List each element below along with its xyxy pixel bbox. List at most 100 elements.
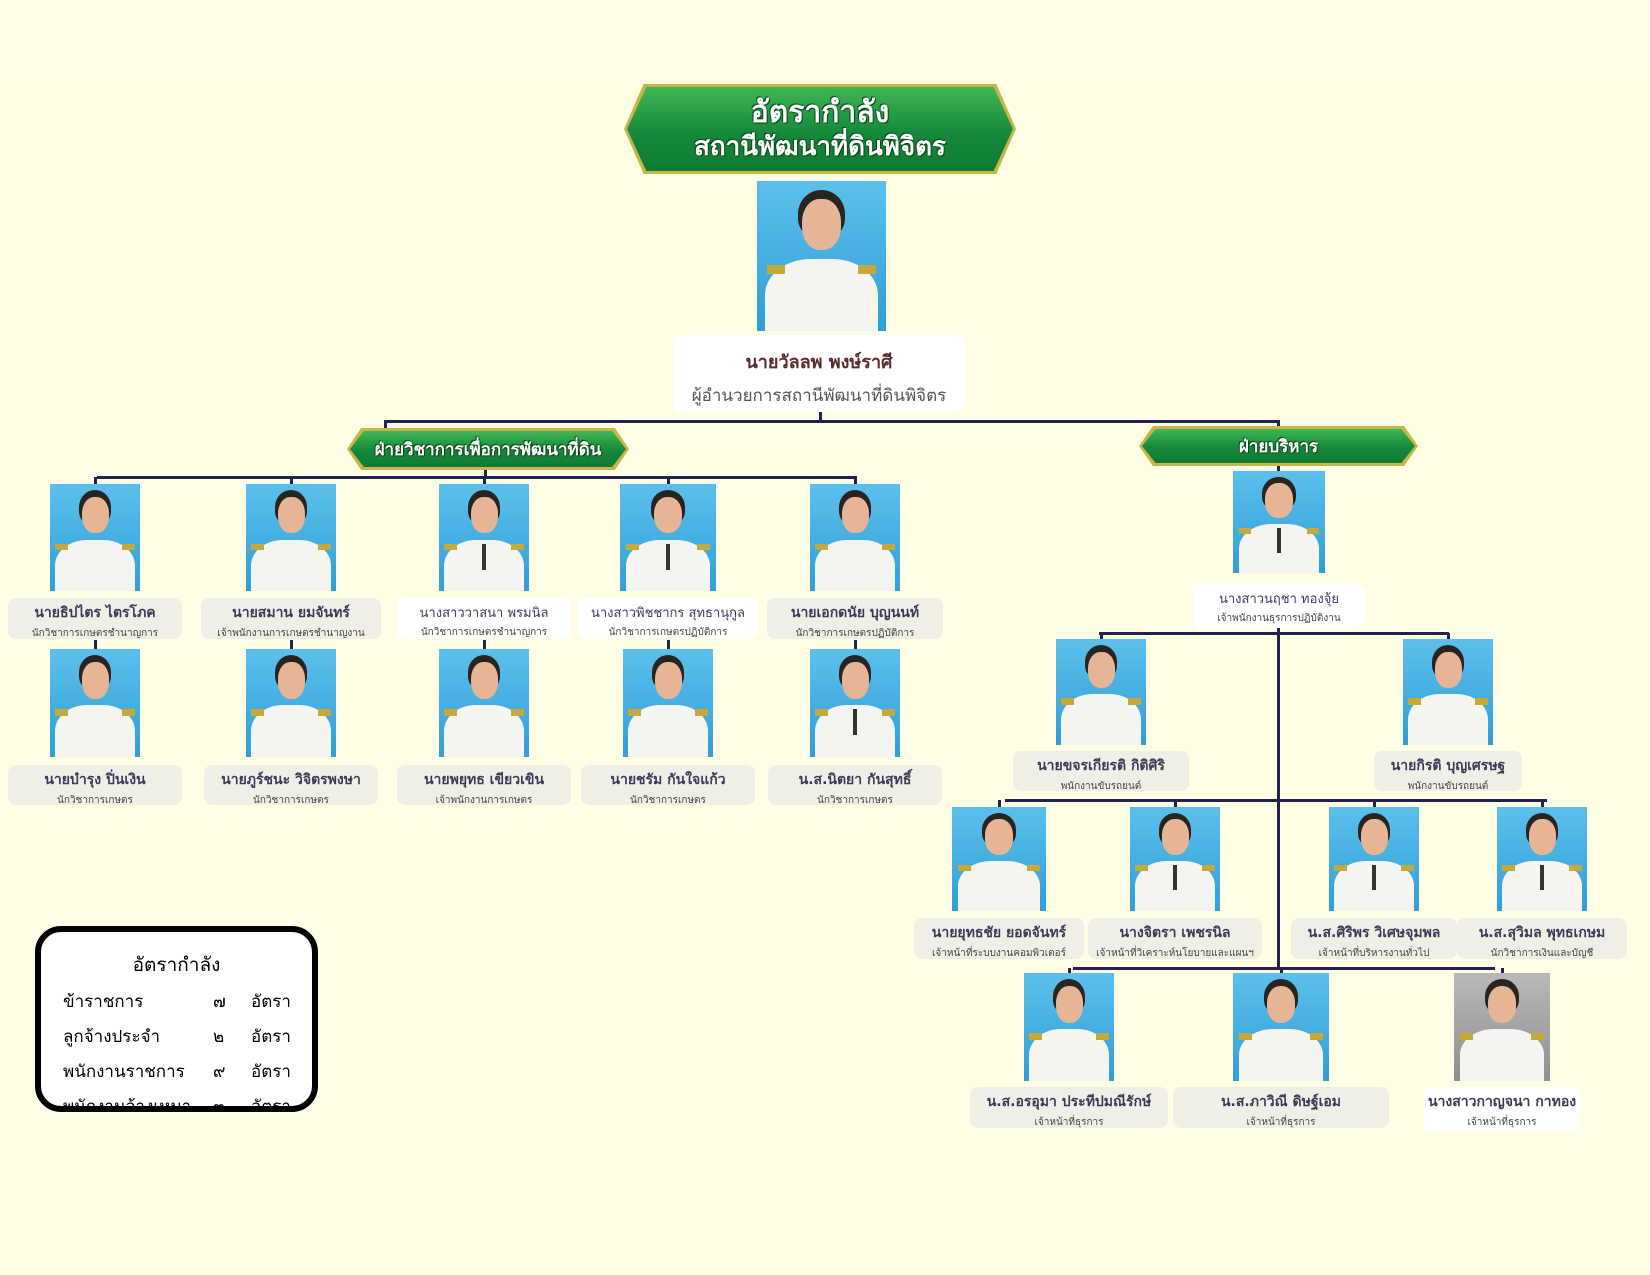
- staff-name: นางสาวกาญจนา กาทอง: [1427, 1094, 1577, 1110]
- connector-line: [854, 477, 857, 484]
- staff-label: นางสาวพิชชากร สุทธานุกูลนักวิชาการเกษตรป…: [578, 598, 758, 639]
- summary-unit: อัตรา: [251, 1062, 291, 1082]
- staff-photo: [246, 649, 336, 757]
- connector-line: [290, 640, 293, 649]
- staff-photo: [1056, 639, 1146, 745]
- title-line-1: อัตรากำลัง: [750, 95, 890, 130]
- title-line-2: สถานีพัฒนาที่ดินพิจิตร: [693, 132, 946, 162]
- staff-name: นายกิรติ บุญเศรษฐ: [1390, 758, 1506, 774]
- connector-line: [290, 477, 293, 484]
- staff-name: นายภูร์ชนะ วิจิตรพงษา: [221, 772, 361, 788]
- staff-photo: [246, 484, 336, 591]
- division-banner-administration: ฝ่ายบริหาร: [1139, 426, 1418, 466]
- staff-name: นายขจรเกียรติ กิติศิริ: [1037, 758, 1165, 774]
- connector-line: [819, 412, 822, 422]
- staff-photo: [1024, 973, 1114, 1081]
- staff-position: เจ้าหน้าที่ธุรการ: [1246, 1117, 1316, 1128]
- summary-label: ข้าราชการ: [63, 992, 144, 1012]
- summary-count: ๙: [213, 1062, 226, 1082]
- division-technical-label: ฝ่ายวิชาการเพื่อการพัฒนาที่ดิน: [374, 439, 602, 460]
- connector-line: [97, 476, 857, 479]
- connector-line: [1099, 632, 1449, 635]
- top-band: [0, 0, 1650, 64]
- connector-line: [1277, 420, 1280, 430]
- staff-position: เจ้าพนักงานธุรการปฏิบัติงาน: [1217, 613, 1341, 624]
- summary-count: ๗: [213, 992, 226, 1012]
- staff-position: เจ้าพนักงานการเกษตร: [435, 795, 533, 806]
- staff-photo: [1130, 807, 1220, 911]
- staff-position: นักวิชาการเกษตร: [630, 795, 706, 806]
- connector-line: [1280, 968, 1283, 973]
- summary-row: ข้าราชการ ๗ อัตรา: [63, 988, 312, 1015]
- summary-count: ๓: [213, 1097, 225, 1117]
- connector-line: [1373, 800, 1376, 807]
- staff-label: นางสาววาสนา พรมนิลนักวิชาการเกษตรชำนาญกา…: [397, 598, 571, 639]
- connector-line: [1501, 968, 1504, 973]
- staff-photo: [810, 649, 900, 757]
- staff-photo: [1497, 807, 1587, 911]
- staff-photo: [439, 484, 529, 591]
- connector-line: [1277, 464, 1280, 472]
- staff-name: น.ส.อรอุมา ประทีปมณีรักษ์: [986, 1094, 1152, 1110]
- staff-label: นายกิรติ บุญเศรษฐพนักงานขับรถยนต์: [1374, 751, 1522, 792]
- director-position: ผู้อำนวยการสถานีพัฒนาที่ดินพิจิตร: [691, 386, 947, 406]
- staff-position: นักวิชาการเกษตร: [817, 795, 893, 806]
- summary-row: พนักงานราชการ ๙ อัตรา: [63, 1058, 312, 1085]
- staffing-summary-box: อัตรากำลัง ข้าราชการ๗อัตรา ลูกจ้างประจำ๒…: [35, 926, 318, 1117]
- staff-photo: [50, 484, 140, 591]
- staff-label: น.ส.ศิริพร วิเศษจุมพลเจ้าหน้าที่บริหารงา…: [1291, 918, 1457, 959]
- staff-position: เจ้าหน้าที่ธุรการ: [1467, 1117, 1537, 1128]
- staff-label: น.ส.นิตยา กันสุทธิ์นักวิชาการเกษตร: [768, 765, 942, 806]
- staff-label: นายธิปไตร ไตรโภคนักวิชาการเกษตรชำนาญการ: [8, 598, 182, 639]
- staff-photo: [50, 649, 140, 757]
- staff-name: น.ส.ศิริพร วิเศษจุมพล: [1307, 925, 1441, 941]
- staff-label: น.ส.ภาวิณี ดิษฐ์เอมเจ้าหน้าที่ธุรการ: [1173, 1087, 1389, 1128]
- connector-line: [384, 420, 1280, 423]
- staff-label: นายเอกดนัย บุญนนท์นักวิชาการเกษตรปฏิบัติ…: [767, 598, 943, 639]
- connector-line: [1447, 633, 1450, 639]
- staff-label: น.ส.อรอุมา ประทีปมณีรักษ์เจ้าหน้าที่ธุรก…: [970, 1087, 1168, 1128]
- connector-line: [854, 640, 857, 649]
- staff-name: น.ส.นิตยา กันสุทธิ์: [798, 772, 912, 788]
- staff-name: นางสาววาสนา พรมนิล: [419, 606, 549, 621]
- staff-photo: [1233, 973, 1329, 1081]
- summary-unit: อัตรา: [251, 992, 291, 1012]
- staff-photo: [439, 649, 529, 757]
- staff-position: นักวิชาการเกษตรชำนาญการ: [31, 628, 159, 639]
- summary-label: ลูกจ้างประจำ: [63, 1027, 161, 1047]
- staff-name: นายยุทธชัย ยอดจันทร์: [931, 925, 1067, 941]
- connector-line: [1541, 800, 1544, 807]
- summary-count: ๒: [213, 1027, 225, 1047]
- staff-position: นักวิชาการเกษตรปฏิบัติการ: [795, 628, 915, 639]
- connector-line: [1073, 967, 1495, 970]
- staff-photo: [623, 649, 713, 757]
- staff-label: น.ส.สุวิมล พุทธเกษมนักวิชาการเงินและบัญช…: [1457, 918, 1627, 959]
- connector-line: [483, 640, 486, 649]
- title-banner: อัตรากำลัง สถานีพัฒนาที่ดินพิจิตร: [624, 84, 1016, 174]
- staff-position: นักวิชาการเกษตร: [57, 795, 133, 806]
- staff-position: พนักงานขับรถยนต์: [1060, 781, 1142, 792]
- connector-line: [1174, 800, 1177, 807]
- staff-photo: [1403, 639, 1493, 745]
- staff-position: เจ้าหน้าที่วิเคราะห์นโยบายและแผนฯ: [1096, 948, 1254, 959]
- staff-label: นายภูร์ชนะ วิจิตรพงษานักวิชาการเกษตร: [204, 765, 378, 806]
- summary-label: พนักงานราชการ: [63, 1062, 185, 1082]
- summary-unit: อัตรา: [251, 1027, 291, 1047]
- connector-line: [94, 477, 97, 484]
- staff-position: เจ้าพนักงานการเกษตรชำนาญงาน: [217, 628, 365, 639]
- connector-line: [1068, 968, 1071, 973]
- staff-position: พนักงานขับรถยนต์: [1407, 781, 1489, 792]
- staff-position: เจ้าหน้าที่บริหารงานทั่วไป: [1318, 948, 1430, 959]
- summary-row: ลูกจ้างประจำ ๒ อัตรา: [63, 1023, 312, 1050]
- staff-label: นางจิตรา เพชรนิลเจ้าหน้าที่วิเคราะห์นโยบ…: [1088, 918, 1262, 959]
- staff-position: นักวิชาการเกษตร: [253, 795, 329, 806]
- connector-line: [484, 469, 487, 479]
- staff-name: น.ส.สุวิมล พุทธเกษม: [1478, 925, 1606, 941]
- staff-name: นายพยุทธ เขียวเขิน: [423, 772, 545, 788]
- connector-line: [94, 640, 97, 649]
- staff-name: นายบำรุง ปิ่นเงิน: [44, 772, 146, 788]
- connector-line: [384, 420, 387, 430]
- staff-photo: [1329, 807, 1419, 911]
- connector-line: [483, 477, 486, 484]
- staff-position: เจ้าหน้าที่ระบบงานคอมพิวเตอร์: [931, 948, 1067, 959]
